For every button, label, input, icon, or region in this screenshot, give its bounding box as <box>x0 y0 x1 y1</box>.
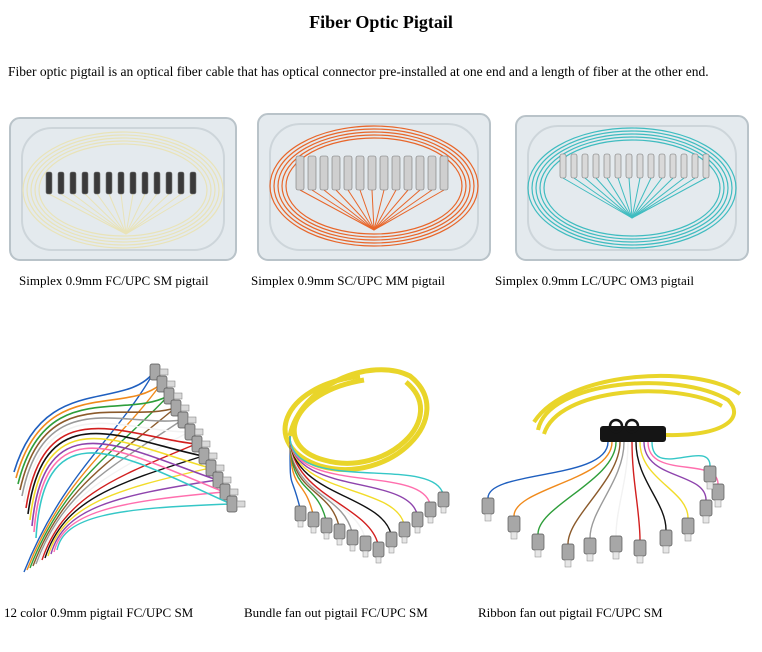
connector-ferrule <box>117 171 125 195</box>
photo-lc-om3-pigtail <box>514 114 750 262</box>
connector-ferrule <box>680 153 688 179</box>
caption-12-color-pigtail: 12 color 0.9mm pigtail FC/UPC SM <box>4 605 194 620</box>
connector-ferrule <box>189 171 197 195</box>
caption-ribbon-fan-out-pigtail: Ribbon fan out pigtail FC/UPC SM <box>478 605 663 620</box>
intro-paragraph: Fiber optic pigtail is an optical fiber … <box>8 64 709 79</box>
connector-ferrule <box>415 155 425 191</box>
connector-ferrule <box>367 155 377 191</box>
fc-connector <box>507 515 521 533</box>
connector-ferrule <box>427 155 437 191</box>
connector-ferrule <box>319 155 329 191</box>
fc-connector <box>424 501 437 518</box>
connector-ferrule <box>570 153 578 179</box>
connector-ferrule <box>658 153 666 179</box>
fan-illustration <box>13 363 246 573</box>
fc-connector <box>359 535 372 552</box>
connector-ferrule <box>702 153 710 179</box>
caption-bundle-fan-out-pigtail: Bundle fan out pigtail FC/UPC SM <box>244 605 428 620</box>
ribbon-illustration <box>481 373 742 568</box>
bundle-illustration <box>282 367 450 564</box>
connector-ferrule <box>343 155 353 191</box>
connector-ferrule <box>391 155 401 191</box>
fc-connector <box>561 543 575 561</box>
connector-ferrule <box>45 171 53 195</box>
fc-connector <box>294 505 307 522</box>
fc-connector <box>398 521 411 538</box>
connector-ferrule <box>636 153 644 179</box>
connector-ferrule <box>614 153 622 179</box>
fc-connector <box>531 533 545 551</box>
caption-fc-sm-pigtail: Simplex 0.9mm FC/UPC SM pigtail <box>19 273 209 288</box>
fc-connector <box>437 491 450 508</box>
fc-connector <box>633 539 647 557</box>
connector-ferrule <box>331 155 341 191</box>
connector-ferrule <box>105 171 113 195</box>
connector-ferrule <box>691 153 699 179</box>
connector-ferrule <box>153 171 161 195</box>
connector-ferrule <box>57 171 65 195</box>
connector-ferrule <box>81 171 89 195</box>
connector-ferrule <box>165 171 173 195</box>
caption-sc-mm-pigtail: Simplex 0.9mm SC/UPC MM pigtail <box>251 273 445 288</box>
fc-connector <box>346 529 359 546</box>
tray-illustration <box>515 115 749 261</box>
fc-connector <box>320 517 333 534</box>
connector-ferrule <box>93 171 101 195</box>
fc-connector <box>226 495 238 513</box>
connector-ferrule <box>581 153 589 179</box>
caption-lc-om3-pigtail: Simplex 0.9mm LC/UPC OM3 pigtail <box>495 273 694 288</box>
photo-ribbon-fan-out-pigtail <box>478 360 754 578</box>
photo-sc-mm-pigtail <box>256 112 492 262</box>
connector-ferrule <box>129 171 137 195</box>
fc-connector <box>307 511 320 528</box>
fc-connector <box>711 483 725 501</box>
connector-ferrule <box>669 153 677 179</box>
connector-ferrule <box>177 171 185 195</box>
fc-connector <box>681 517 695 535</box>
fc-connector <box>372 541 385 558</box>
fc-connector <box>333 523 346 540</box>
fc-connector <box>659 529 673 547</box>
connector-ferrule <box>603 153 611 179</box>
photo-bundle-fan-out-pigtail <box>260 356 474 578</box>
connector-ferrule <box>592 153 600 179</box>
connector-ferrule <box>439 155 449 191</box>
fc-connector <box>609 535 623 553</box>
connector-ferrule <box>625 153 633 179</box>
tray-illustration <box>9 117 237 261</box>
connector-ferrule <box>295 155 305 191</box>
connector-ferrule <box>647 153 655 179</box>
fc-connector <box>703 465 717 483</box>
fc-connector <box>481 497 495 515</box>
connector-ferrule <box>559 153 567 179</box>
fc-connector <box>583 537 597 555</box>
tray-illustration <box>257 113 491 261</box>
photo-fc-sm-pigtail <box>8 116 238 262</box>
fc-connector <box>411 511 424 528</box>
connector-ferrule <box>403 155 413 191</box>
connector-ferrule <box>307 155 317 191</box>
connector-ferrule <box>355 155 365 191</box>
page-title: Fiber Optic Pigtail <box>309 12 453 32</box>
fc-connector <box>699 499 713 517</box>
fc-connector <box>385 531 398 548</box>
connector-ferrule <box>379 155 389 191</box>
connector-ferrule <box>69 171 77 195</box>
photo-12-color-pigtail <box>4 352 252 580</box>
connector-ferrule <box>141 171 149 195</box>
